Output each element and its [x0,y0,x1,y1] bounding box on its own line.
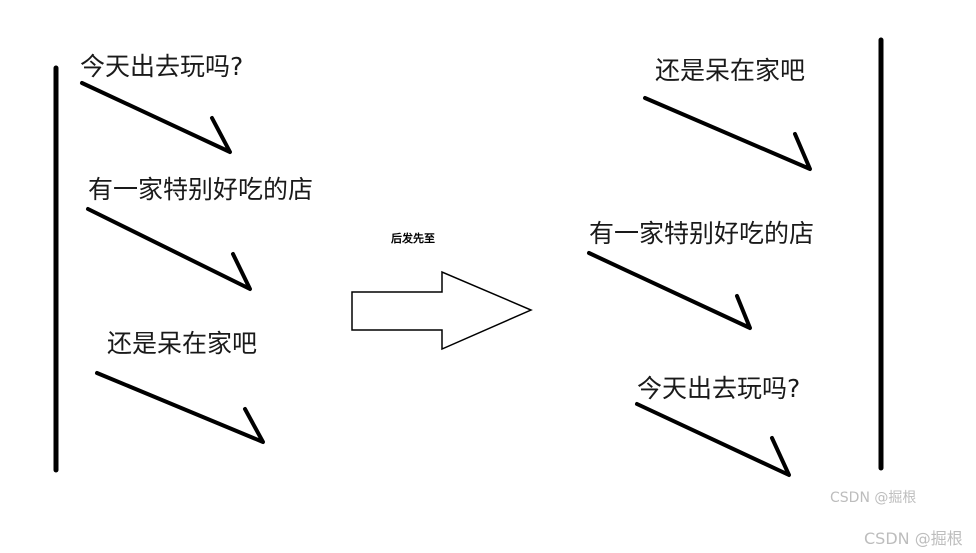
left-message-arrow-3 [95,371,265,444]
left-message-arrow-2 [86,207,252,291]
right-message-arrow-2 [587,251,752,330]
right-message-arrow-3 [635,402,791,477]
left-message-label-2: 有一家特别好吃的店 [88,175,314,204]
right-message-label-2: 有一家特别好吃的店 [589,219,815,248]
watermark-outer: CSDN @掘根 [864,529,963,548]
block-arrow-icon [351,270,533,351]
right-message-label-3: 今天出去玩吗? [637,374,801,403]
left-message-label-1: 今天出去玩吗? [80,52,244,81]
right-message-arrow-1 [643,96,812,171]
left-message-arrow-1 [80,81,232,154]
left-message-label-3: 还是呆在家吧 [107,329,258,358]
watermark-inner: CSDN @掘根 [830,490,917,506]
right-message-label-1: 还是呆在家吧 [655,56,806,85]
center-label: 后发先至 [391,232,435,245]
